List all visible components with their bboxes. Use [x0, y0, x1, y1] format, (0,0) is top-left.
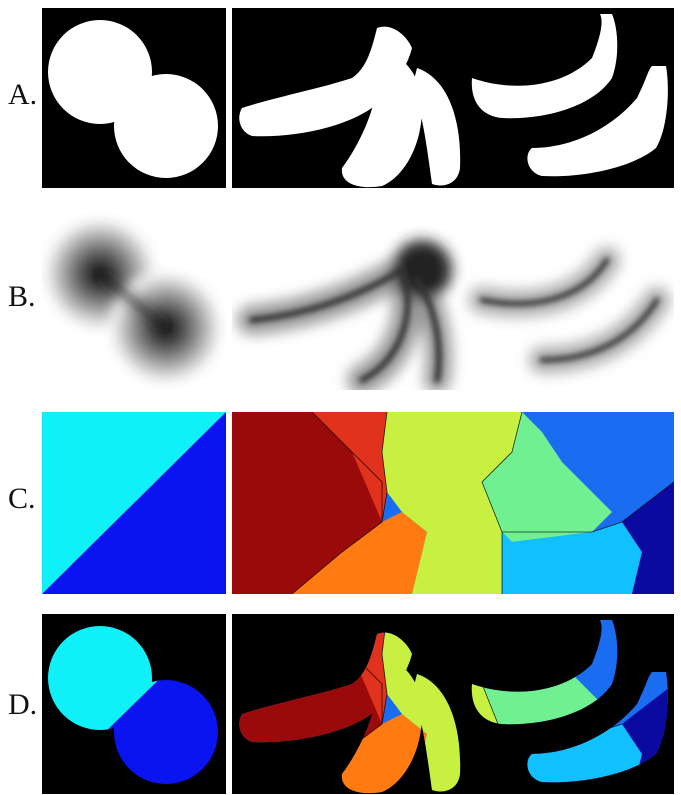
- bananas-segmentation-image: [232, 412, 674, 594]
- circles-mask-image: [42, 8, 226, 188]
- panel-b-circles-blur: [42, 210, 226, 390]
- circles-segmentation-image: [42, 412, 226, 594]
- panel-a-circles-mask: [42, 8, 226, 188]
- panel-d-bananas-masked: [232, 614, 674, 794]
- circles-blur-image: [42, 210, 226, 390]
- row-label-b: B.: [8, 282, 36, 312]
- bananas-blur-image: [232, 210, 674, 390]
- bananas-masked-image: [232, 614, 674, 794]
- panel-c-circles-segmentation: [42, 412, 226, 594]
- bananas-mask-image: [232, 8, 674, 188]
- panel-b-bananas-blur: [232, 210, 674, 390]
- row-label-c: C.: [8, 484, 36, 514]
- row-label-a: A.: [8, 80, 37, 110]
- circles-masked-image: [42, 614, 226, 794]
- panel-c-bananas-segmentation: [232, 412, 674, 594]
- panel-a-bananas-mask: [232, 8, 674, 188]
- panel-d-circles-masked: [42, 614, 226, 794]
- row-label-d: D.: [8, 690, 37, 720]
